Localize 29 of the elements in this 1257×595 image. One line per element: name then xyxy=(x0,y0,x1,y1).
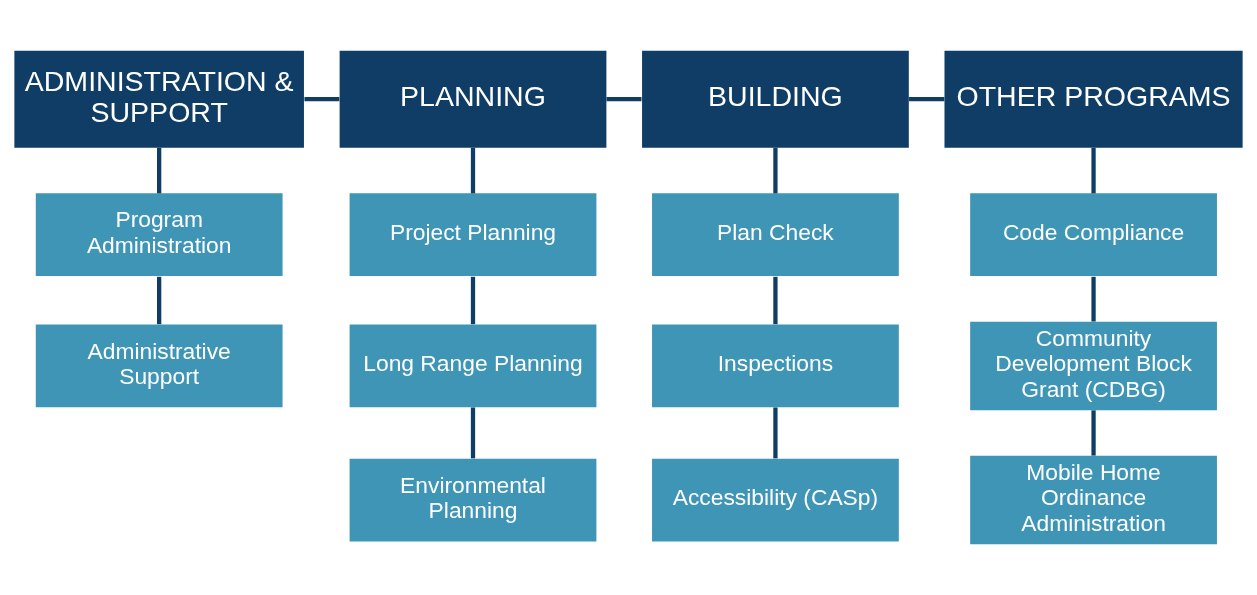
node-box: ADMINISTRATION & SUPPORT xyxy=(14,50,304,148)
node-box: Mobile Home Ordinance Administration xyxy=(970,455,1217,545)
connector xyxy=(909,97,945,102)
node-box: Environmental Planning xyxy=(349,458,597,542)
node-box: BUILDING xyxy=(642,50,909,148)
node-box: OTHER PROGRAMS xyxy=(944,50,1243,148)
connector xyxy=(157,147,162,194)
connector xyxy=(606,97,642,102)
node-box: Program Administration xyxy=(35,193,283,277)
connector xyxy=(773,147,778,194)
connector xyxy=(1091,276,1096,322)
connector xyxy=(470,407,476,459)
connector xyxy=(304,97,340,102)
node-box: Administrative Support xyxy=(35,324,283,408)
node-box: PLANNING xyxy=(339,50,607,148)
connector xyxy=(773,276,778,325)
node-box: Long Range Planning xyxy=(349,324,597,408)
node-box: Community Development Block Grant (CDBG) xyxy=(970,321,1217,411)
connector xyxy=(470,276,476,325)
connector xyxy=(773,407,778,459)
node-box: Inspections xyxy=(652,324,899,408)
node-box: Code Compliance xyxy=(970,193,1217,277)
node-box: Plan Check xyxy=(652,193,899,277)
node-box: Accessibility (CASp) xyxy=(652,458,899,542)
connector xyxy=(1091,147,1096,194)
connector xyxy=(157,276,162,325)
connector xyxy=(470,147,476,194)
node-box: Project Planning xyxy=(349,193,597,277)
connector xyxy=(1091,410,1096,456)
